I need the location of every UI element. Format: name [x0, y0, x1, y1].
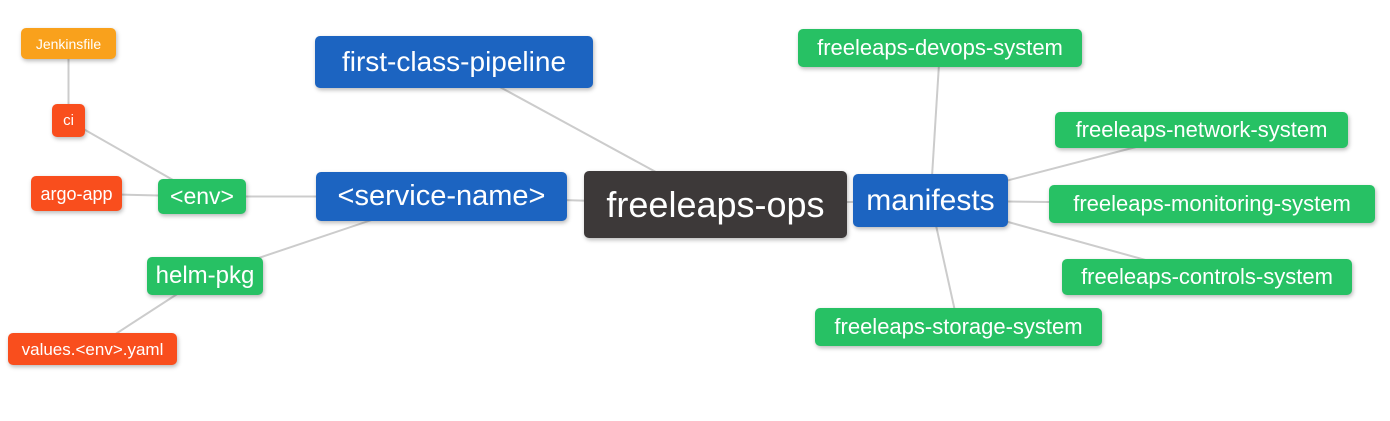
node-ci[interactable]: ci: [52, 104, 85, 137]
node-helm-pkg[interactable]: helm-pkg: [147, 257, 263, 295]
node-freeleaps-monitoring-system[interactable]: freeleaps-monitoring-system: [1049, 185, 1375, 223]
node-service-name[interactable]: <service-name>: [316, 172, 567, 221]
node-first-class-pipeline[interactable]: first-class-pipeline: [315, 36, 593, 88]
node-values-env-yaml[interactable]: values.<env>.yaml: [8, 333, 177, 365]
node-freeleaps-storage-system[interactable]: freeleaps-storage-system: [815, 308, 1102, 346]
node-env[interactable]: <env>: [158, 179, 246, 214]
node-manifests[interactable]: manifests: [853, 174, 1008, 227]
node-freeleaps-devops-system[interactable]: freeleaps-devops-system: [798, 29, 1082, 67]
node-freeleaps-controls-system[interactable]: freeleaps-controls-system: [1062, 259, 1352, 295]
node-jenkinsfile[interactable]: Jenkinsfile: [21, 28, 116, 59]
node-argo-app[interactable]: argo-app: [31, 176, 122, 211]
node-freeleaps-network-system[interactable]: freeleaps-network-system: [1055, 112, 1348, 148]
node-freeleaps-ops[interactable]: freeleaps-ops: [584, 171, 847, 238]
